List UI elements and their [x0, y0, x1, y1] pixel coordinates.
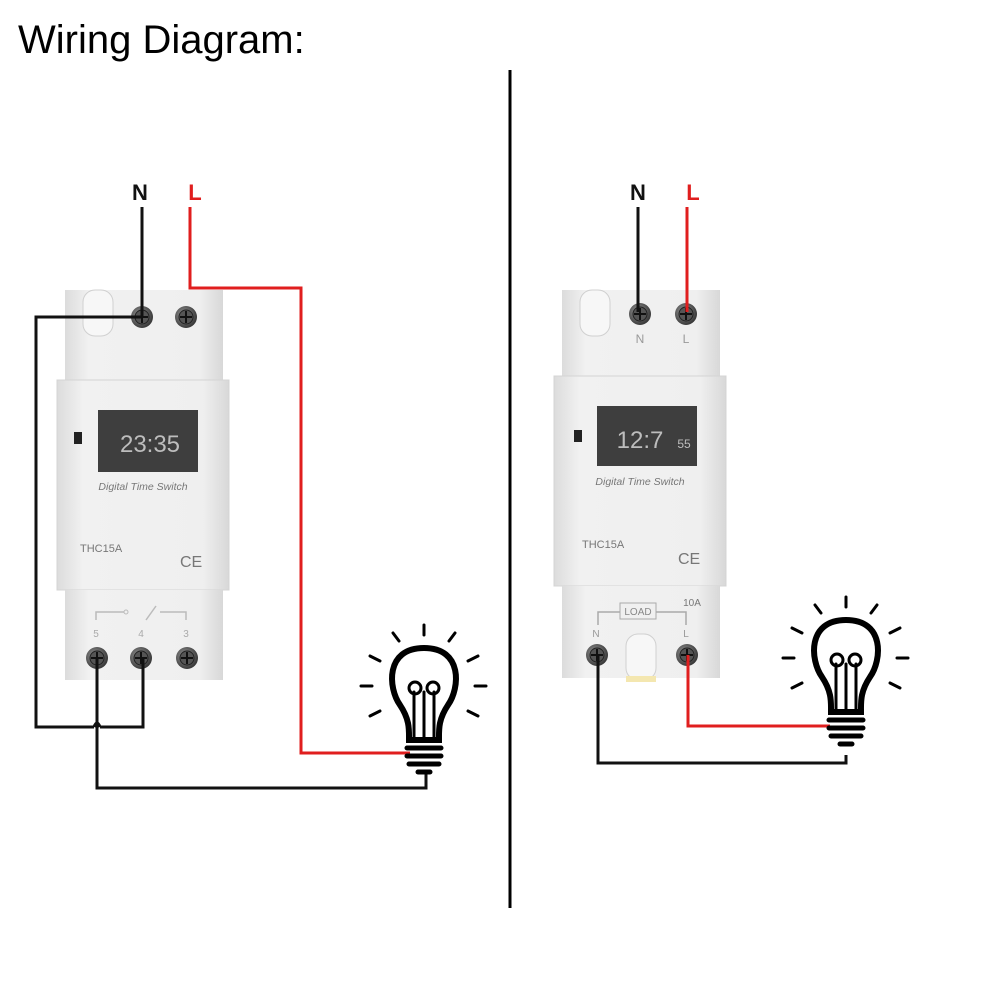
- left-model-label: THC15A: [80, 543, 123, 555]
- left-screw-4: [129, 646, 153, 670]
- left-terminal-4: 4: [138, 629, 144, 640]
- left-screw-3: [175, 646, 199, 670]
- right-top-n-label: N: [636, 332, 645, 346]
- page-title: Wiring Diagram:: [18, 18, 305, 62]
- left-screw-l: [174, 305, 198, 329]
- left-terminal-5: 5: [93, 629, 99, 640]
- left-lcd-screen: [98, 410, 198, 472]
- left-wiring: [34, 207, 428, 790]
- left-supply-l-label: L: [188, 180, 201, 205]
- right-screw-n: [628, 302, 652, 326]
- right-device-label: Digital Time Switch: [595, 476, 684, 488]
- left-supply-n-label: N: [132, 180, 148, 205]
- right-lcd-screen: [597, 406, 697, 466]
- right-bulb-icon: [781, 595, 910, 747]
- right-bottom-l-label: L: [683, 629, 689, 640]
- right-load-label: LOAD: [624, 607, 651, 618]
- right-time-switch: N L 12:7 55 Digital Time Switch THC15A C…: [553, 289, 727, 682]
- right-rating-label: 10A: [683, 598, 701, 609]
- right-supply-l-label: L: [686, 180, 699, 205]
- left-device-label: Digital Time Switch: [98, 481, 187, 493]
- right-wiring: [596, 207, 848, 765]
- left-bulb-icon: [359, 623, 488, 775]
- right-bottom-n-label: N: [592, 629, 599, 640]
- right-reset-button: [574, 430, 582, 442]
- left-ce-mark: CE: [180, 554, 202, 571]
- right-supply-n-label: N: [630, 180, 646, 205]
- right-ce-mark: CE: [678, 551, 700, 568]
- left-lcd-readout: 23:35: [120, 431, 180, 458]
- left-terminal-3: 3: [183, 629, 189, 640]
- right-lcd-readout: 12:7: [617, 427, 664, 454]
- left-time-switch: 23:35 Digital Time Switch THC15A CE 5 4 …: [56, 289, 230, 680]
- right-model-label: THC15A: [582, 539, 625, 551]
- right-top-l-label: L: [683, 332, 690, 346]
- right-lcd-seconds: 55: [677, 437, 691, 451]
- left-reset-button: [74, 432, 82, 444]
